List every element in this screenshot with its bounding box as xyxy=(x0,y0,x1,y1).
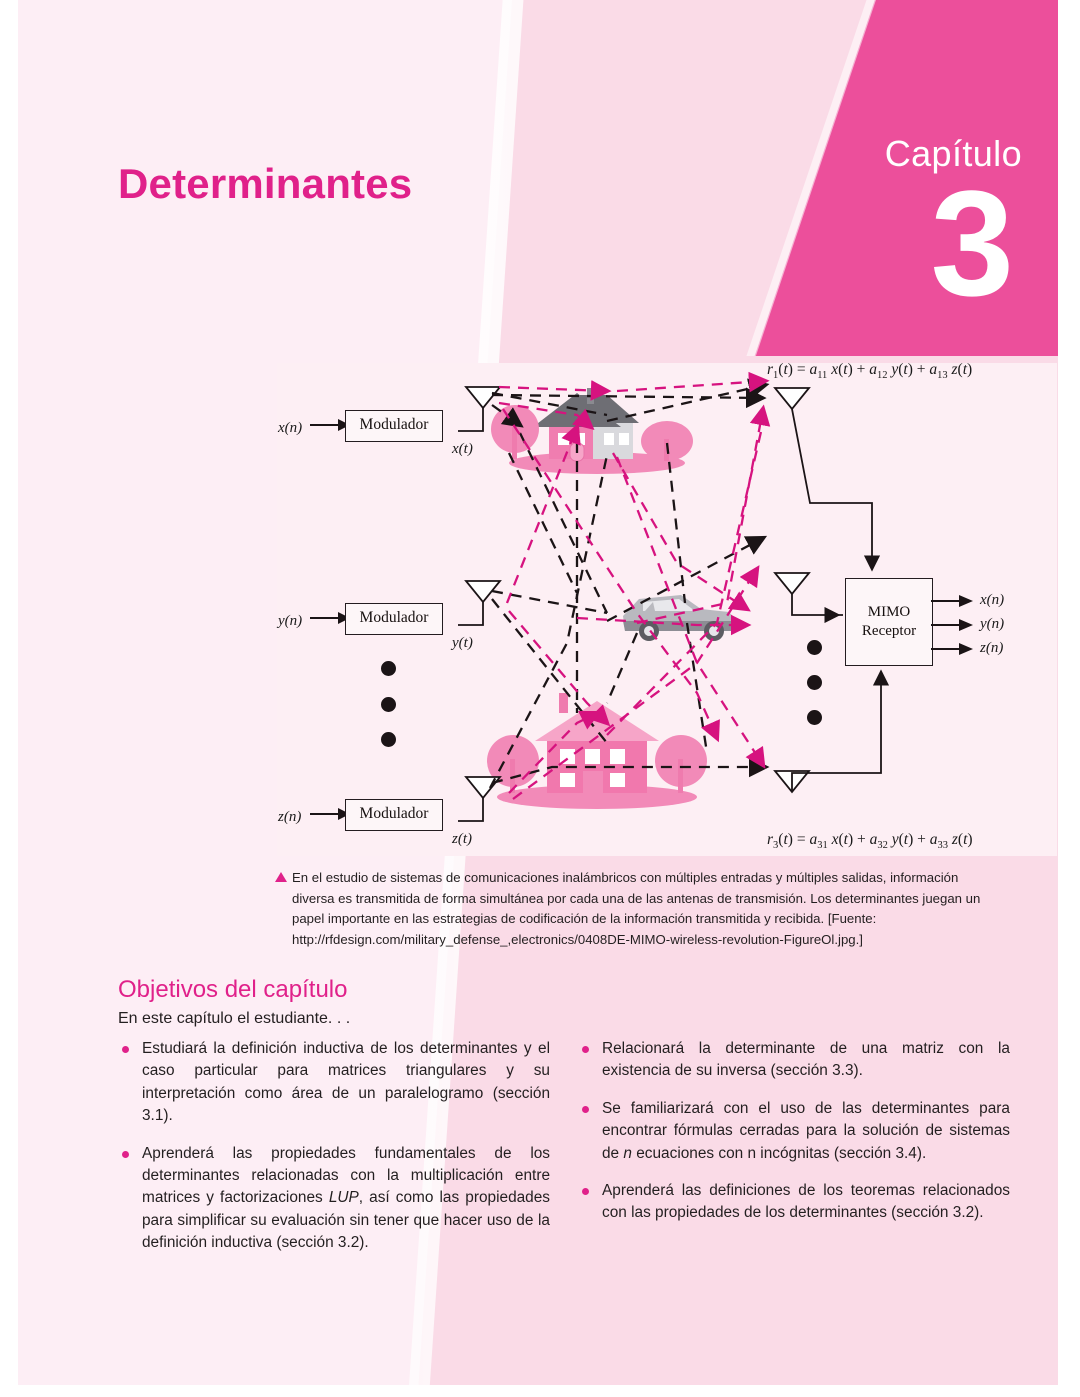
objective-text: Se familiarizará con el uso de las deter… xyxy=(602,1099,1010,1162)
objective-emphasis: n xyxy=(623,1144,632,1162)
objectives-lead: En este capítulo el estudiante. . . xyxy=(118,1010,351,1027)
list-item: Se familiarizará con el uso de las deter… xyxy=(578,1098,1010,1165)
tx-signal-label-y: y(t) xyxy=(452,635,473,651)
ellipsis-dot xyxy=(807,710,822,725)
list-item: Aprenderá las propiedades fundamentales … xyxy=(118,1143,550,1255)
modulator-box-z: Modulador xyxy=(345,799,443,831)
objectives-right-column: Relacionará la determinante de una matri… xyxy=(578,1038,1010,1240)
tx-signal-label-x: x(t) xyxy=(452,441,473,457)
objective-text: Aprenderá las propiedades fundamentales … xyxy=(142,1144,550,1207)
mimo-receiver-line1: MIMO xyxy=(867,604,911,620)
page-title: Determinantes xyxy=(118,160,413,207)
objective-text: Estudiará la definición inductiva de los… xyxy=(142,1040,550,1125)
objective-emphasis: LUP xyxy=(328,1189,359,1207)
input-arrow-y xyxy=(310,612,350,624)
output-arrow-z xyxy=(931,643,973,655)
input-label-z: z(n) xyxy=(278,809,302,825)
tree-icon xyxy=(641,421,693,461)
input-label-x: x(n) xyxy=(278,420,303,436)
objective-text-cont: ecuaciones con n incógnitas (sección 3.4… xyxy=(631,1144,927,1162)
modulator-box-y: Modulador xyxy=(345,603,443,635)
output-arrow-x xyxy=(931,595,973,607)
objective-text-cont: , así como las propiedades para simplifi… xyxy=(142,1189,550,1252)
equation-r3: r3(t) = a31 x(t) + a32 y(t) + a33 z(t) xyxy=(767,831,973,852)
output-label-z: z(n) xyxy=(980,640,1004,656)
house-upper-icon xyxy=(491,388,693,474)
receive-antennas xyxy=(773,387,811,794)
mimo-receiver-line2: Receptor xyxy=(861,623,917,639)
house-lower-icon xyxy=(487,693,707,809)
ellipsis-dot xyxy=(381,661,396,676)
input-arrow-x xyxy=(310,419,350,431)
list-item: Aprenderá las definiciones de los teorem… xyxy=(578,1180,1010,1225)
chapter-label: Capítulo xyxy=(884,133,1022,174)
ellipsis-dot xyxy=(807,640,822,655)
objective-text: Aprenderá las definiciones de los teorem… xyxy=(602,1182,1010,1222)
mimo-receiver-block: MIMO Receptor xyxy=(845,578,933,666)
input-label-y: y(n) xyxy=(278,613,303,629)
modulator-box-x: Modulador xyxy=(345,410,443,442)
transmit-wiring xyxy=(458,407,484,822)
receive-wiring xyxy=(791,408,890,792)
objective-text: Relacionará la determinante de una matri… xyxy=(602,1040,1010,1080)
ellipsis-dot xyxy=(381,732,396,747)
list-item: Estudiará la definición inductiva de los… xyxy=(118,1038,550,1128)
output-label-x: x(n) xyxy=(980,592,1005,608)
tx-signal-label-z: z(t) xyxy=(452,831,472,847)
tree-icon xyxy=(491,405,539,459)
mimo-diagram xyxy=(458,371,890,822)
propagation-paths-scattered xyxy=(498,371,771,800)
output-label-y: y(n) xyxy=(980,616,1005,632)
list-item: Relacionará la determinante de una matri… xyxy=(578,1038,1010,1083)
objectives-heading: Objetivos del capítulo xyxy=(118,976,348,1003)
tree-icon xyxy=(655,735,707,793)
ellipsis-dot xyxy=(381,697,396,712)
output-arrow-y xyxy=(931,619,973,631)
objectives-left-column: Estudiará la definición inductiva de los… xyxy=(118,1038,550,1270)
ellipsis-dot xyxy=(807,675,822,690)
input-arrow-z xyxy=(310,808,350,820)
chapter-number: 3 xyxy=(930,159,1014,327)
figure-caption: En el estudio de sistemas de comunicacio… xyxy=(292,870,981,947)
transmit-antennas xyxy=(464,386,502,800)
caption-triangle-icon xyxy=(275,872,287,882)
equation-r1: r1(t) = a11 x(t) + a12 y(t) + a13 z(t) xyxy=(767,361,973,382)
